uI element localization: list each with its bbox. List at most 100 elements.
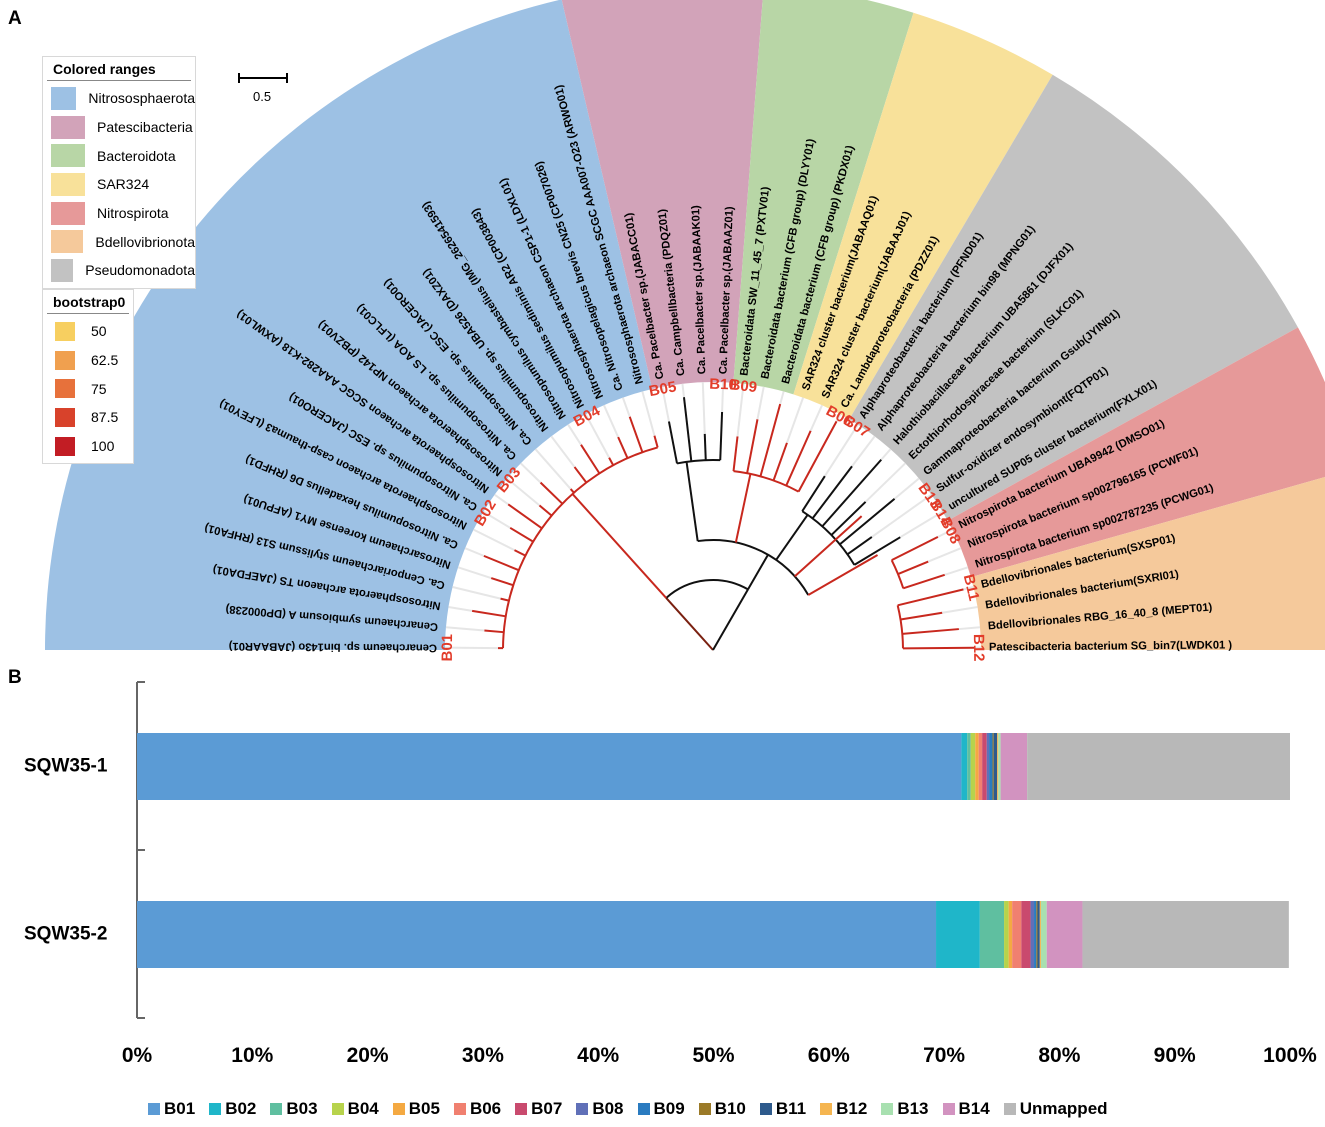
tree-branch [703,433,707,461]
tree-branch [835,413,842,422]
tree-branch [464,547,485,557]
tree-branch [900,611,943,621]
x-tick-label: 0% [122,1044,153,1067]
bar-legend-label: B02 [225,1099,257,1118]
tree-branch [550,435,576,468]
tree-branch [617,436,629,459]
tree-branch [927,547,962,563]
bar-legend-swatch [881,1103,894,1115]
bar-segment-b01 [137,901,937,968]
range-legend-swatch [51,258,74,282]
bar-segment-b05 [1008,901,1013,968]
tree-branch [807,554,879,596]
stacked-bar-chart: SQW35-1SQW35-20%10%20%30%40%50%60%70%80%… [24,681,1317,1067]
tree-branch [494,493,509,506]
bar-legend-swatch [637,1103,650,1115]
tree-branch [839,497,896,546]
tree-branch [457,566,492,580]
tree-branch [445,626,485,632]
bar-segment-b01 [137,733,962,800]
tree-branch [507,503,543,530]
tree-branch [482,510,511,529]
tree-branch [897,560,929,575]
bar-legend-label: B03 [286,1099,318,1118]
bar-legend-label: Unmapped [1019,1099,1108,1118]
tree-branch [719,411,724,461]
bar-segment-b05 [975,733,979,800]
range-legend-row: SAR324 [43,170,195,199]
tree-branch [500,597,510,602]
bar-segment-b02 [961,733,968,800]
range-legend-row: Bacteroidota [43,141,195,170]
bar-segment-b12 [997,733,999,800]
tree-branch [567,424,582,446]
colored-ranges-title: Colored ranges [47,57,191,81]
x-tick-label: 10% [231,1044,273,1067]
tree-branch [712,588,749,651]
bin-marker: B12 [970,634,987,662]
bar-segment-b09 [989,733,993,800]
x-tick-label: 90% [1154,1044,1196,1067]
bar-legend-swatch [392,1103,405,1115]
tree-branch [756,386,765,420]
bar-segment-b11 [993,733,998,800]
tree-branch [864,462,906,503]
tree-branch [785,430,812,486]
tree-branch [701,382,706,434]
range-legend-swatch [51,172,85,196]
bar-legend-label: B06 [469,1099,502,1118]
tree-branch [569,488,575,494]
bootstrap-legend-row: 50 [43,317,133,346]
tree-branch [853,536,901,566]
tree-branch-arc [697,539,810,596]
panel-label-b: B [8,667,22,688]
tree-branch [902,646,975,650]
bar-legend-label: B14 [958,1099,990,1118]
bootstrap-legend-swatch [55,321,75,341]
range-legend-label: Patescibacteria [97,119,193,136]
tree-branch [851,435,876,467]
tree-branch [573,466,588,484]
tree-branch [830,501,867,536]
bootstrap-legend-swatch [55,379,75,399]
tree-branch [893,477,920,500]
panel-label-a: A [8,8,22,29]
bar-segment-unmapped [1027,733,1290,800]
tree-branch [786,397,805,444]
clade-sector [793,12,1053,420]
range-legend-label: Nitrospirota [97,205,169,222]
bar-legend-label: B01 [164,1099,196,1118]
tree-branch [721,382,725,413]
tree-branch [685,461,699,542]
bar-legend-item: B06 [453,1099,502,1119]
bar-segment-unmapped [1082,901,1289,968]
bar-segment-b14 [1046,901,1083,968]
x-tick-label: 100% [1263,1044,1317,1067]
category-label: SQW35-2 [24,924,107,945]
tree-branch [653,435,659,448]
bin-marker: B01 [439,634,456,662]
bar-legend-label: B13 [897,1099,929,1118]
bar-legend-item: B12 [820,1099,867,1119]
range-legend-swatch [51,115,85,139]
range-legend-row: Bdellovibrionota [43,227,195,256]
tree-branch [736,383,745,437]
range-legend-swatch [51,144,85,168]
bar-legend-swatch [759,1103,772,1115]
bootstrap-legend-row: 87.5 [43,403,133,432]
tree-tip-label: Cenarchaeum sp. bin143o (JABAAR01) [228,640,437,654]
bin-marker: B10 [709,376,737,394]
tree-branch [539,481,564,505]
bootstrap-legend-label: 75 [91,380,107,397]
tree-branch [490,577,514,587]
tree-branch [520,462,542,484]
bin-marker: B09 [729,376,758,396]
bar-segment-b07 [1021,901,1031,968]
bar-segment-b06 [978,733,983,800]
x-tick-label: 40% [577,1044,619,1067]
bootstrap-legend-swatch [55,350,75,370]
bar-segment-b02 [936,901,980,968]
